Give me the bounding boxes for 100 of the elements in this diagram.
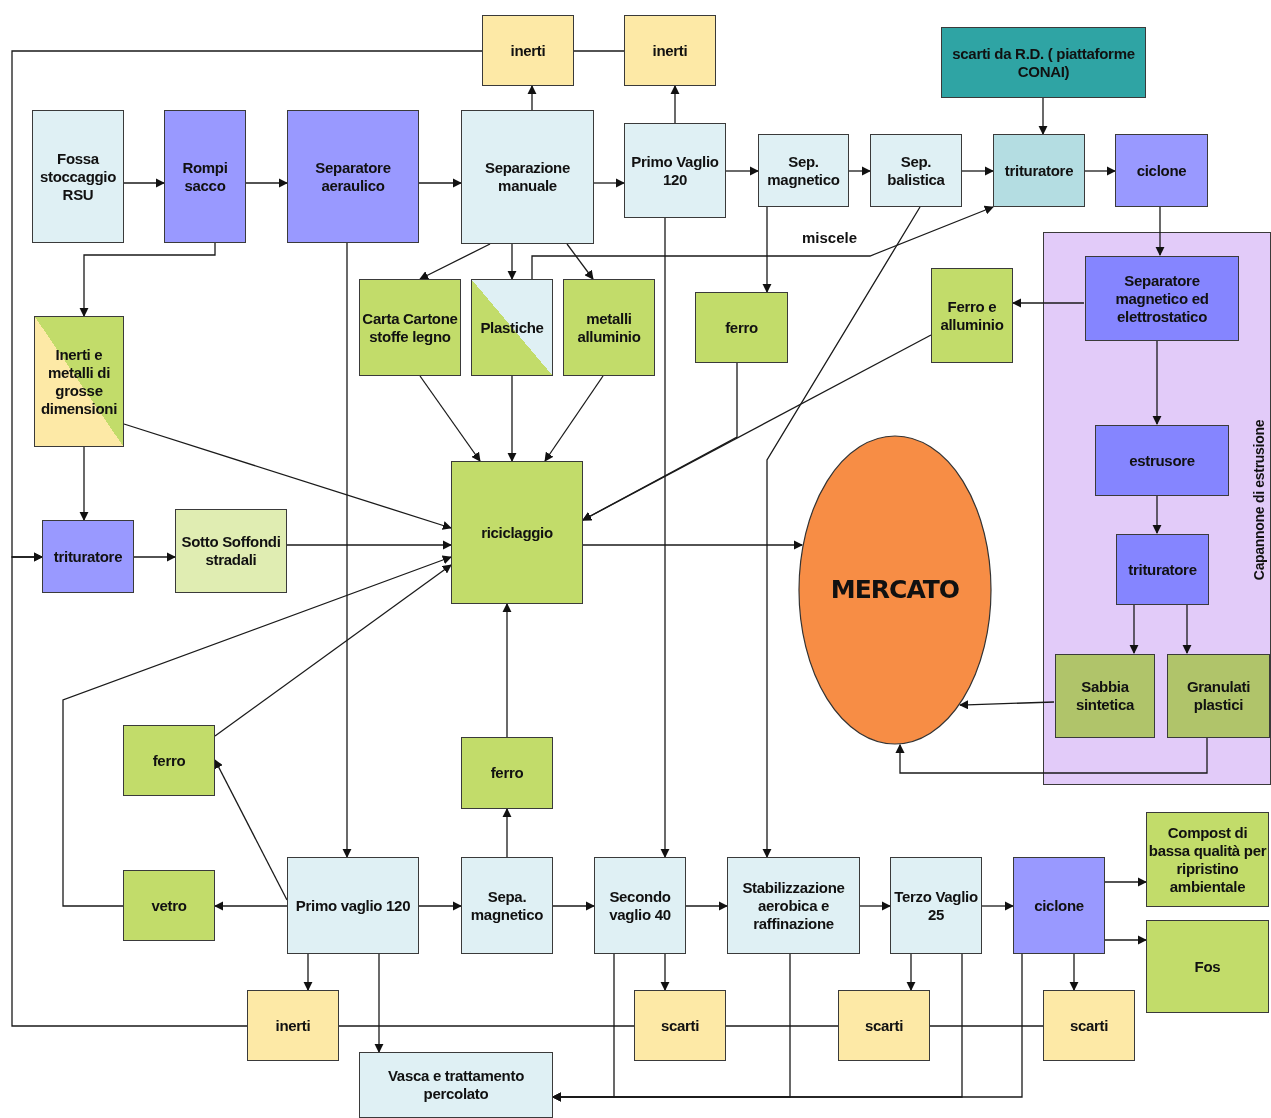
node-label: ciclone [1033,896,1085,915]
node-label: Rompi sacco [181,158,229,195]
process-box [890,857,982,954]
node-label: scarti [1068,1016,1110,1035]
arrow [62,555,452,907]
process-box [1085,256,1239,341]
arrow [123,178,165,188]
node-label: ferro [151,751,187,770]
arrow [1069,953,1079,991]
arrow [1084,166,1116,176]
arrow [1152,339,1162,425]
process-box [624,123,726,218]
process-box [993,134,1085,207]
arrow [582,334,932,521]
arrow [1104,877,1147,887]
arrow [133,552,176,562]
arrow [1012,298,1085,308]
node-label: inerti [509,41,547,60]
process-box [1146,920,1269,1013]
arrow [214,901,288,911]
process-box [175,509,287,593]
node-label: Separatore magnetico ed elettrostatico [1114,271,1210,326]
process-box [34,316,124,447]
process-box [123,725,215,796]
arrow [670,85,680,124]
arrow [762,206,921,858]
arrow [582,540,804,550]
node-label: Terzo Vaglio 25 [893,887,979,924]
node-label: inerti [274,1016,312,1035]
arrow [961,166,994,176]
process-box [164,110,246,243]
arrow [418,901,462,911]
process-box [941,27,1146,98]
arrow [725,166,759,176]
node-label: Stabilizzazione aerobica e raffinazione [741,878,846,933]
arrow [507,243,517,280]
arrow [1038,97,1048,135]
process-box [758,134,849,207]
node-label: Ferro e alluminio [939,297,1005,334]
node-label: Carta Cartone stoffe legno [361,309,459,346]
process-box [461,737,553,809]
arrow [685,901,728,911]
arrow [342,242,352,858]
node-label: scarti da R.D. ( piattaforme CONAI) [951,44,1136,81]
node-label: Inerti e metalli di grosse dimensioni [39,345,119,418]
arrow [660,953,670,991]
node-label: ferro [724,318,759,337]
node-label: MERCATO [829,575,961,605]
node-label: Primo vaglio 120 [294,896,412,915]
process-box [870,134,962,207]
node-label: Vasca e trattamento percolato [387,1067,525,1103]
arrow [245,178,288,188]
process-box [1095,425,1229,496]
process-box [359,1052,553,1118]
arrow [303,953,313,991]
arrow [531,205,994,280]
arrow [959,700,1055,710]
arrow [566,243,594,280]
arrow [981,901,1014,911]
node-label: Separazione manuale [483,159,572,195]
process-box [461,857,553,954]
node-label: Sabbia sintetica [1074,678,1136,714]
connector-line [929,1025,1044,1027]
arrow [552,901,595,911]
node-label: inerti [651,41,689,60]
node-label: scarti [863,1016,905,1035]
node-label: Fossa stoccaggio RSU [38,149,118,204]
arrow [286,540,452,550]
arrow [1155,206,1165,256]
arrow [762,206,772,293]
process-box [838,990,930,1061]
process-box [32,110,124,243]
node-label: Sep. balistica [886,152,946,189]
arrow [502,808,512,858]
node-label: scarti [659,1016,701,1035]
arrow [418,178,462,188]
process-box [634,990,726,1061]
node-label: trituratore [1127,560,1198,579]
process-box [123,870,215,941]
node-label: Granulati plastici [1185,678,1252,714]
node-label: Compost di bassa qualità per ripristino ambientale [1147,823,1268,896]
arrow [859,901,891,911]
arrow [419,375,481,462]
process-box [482,15,574,86]
node-label: estrusore [1128,451,1196,470]
arrow [123,423,452,530]
process-box [624,15,716,86]
process-box [594,857,686,954]
arrow [79,242,216,317]
node-label: Sep. magnetico [766,152,841,189]
node-label: Fos [1193,957,1222,976]
arrow [374,953,384,1053]
process-box [359,279,461,376]
arrow [214,564,452,737]
process-box [1116,534,1209,605]
arrow [1182,603,1192,654]
node-label: Primo Vaglio 120 [630,152,720,189]
arrow [593,178,625,188]
arrow [544,375,604,462]
process-box [695,292,788,363]
